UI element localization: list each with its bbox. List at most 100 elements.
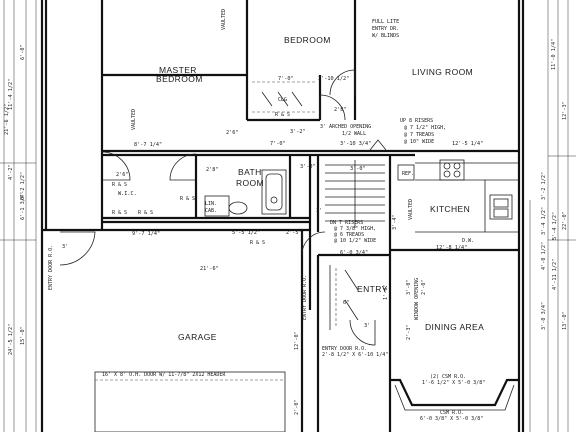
dim: 3' [364, 323, 370, 329]
dim: 2'-0" [421, 279, 427, 295]
dim: 2'-3" [406, 324, 412, 340]
note: @ 7 1/2" HIGH, [404, 125, 446, 131]
dim: 11'-0 1/4" [551, 39, 557, 70]
dim: 3'-2" [290, 129, 306, 135]
dim: 12'-3" [562, 101, 568, 120]
dim: 4'-0 1/2" [541, 242, 547, 270]
room-labels: MASTER BEDROOM BEDROOM LIVING ROOM BATH … [118, 35, 484, 342]
note: @ 6 TREADS [334, 232, 364, 238]
dim: 3' [62, 244, 68, 250]
note: (2) CSM R.O. [430, 374, 466, 380]
stairs [325, 139, 387, 228]
note: ENTRY DOOR R.O. [302, 275, 308, 320]
entry-closet [329, 265, 359, 330]
dim: 12'-0" [294, 331, 300, 350]
walls [40, 0, 525, 432]
dim: 6" [343, 300, 349, 306]
dim: 3'-0" [350, 166, 366, 172]
dim: 3'-2 1/2" [541, 172, 547, 200]
note: 3' ARCHED OPENING [320, 124, 371, 130]
dim: 22'-0" [562, 211, 568, 230]
note: R & S [138, 210, 153, 216]
note: ENTRY DOOR R.O. [322, 346, 367, 352]
dimension-labels: 7'-0" 3'-10 1/2" 2'8" 3'-2" 8'-7 1/4" 2'… [4, 39, 568, 415]
note: 6'-0 3/8" X 5'-0 3/8" [420, 416, 483, 422]
dim: 12'-8 1/4" [436, 245, 467, 251]
note: WINDOW OPENING [414, 278, 420, 320]
closet-shelves [252, 81, 315, 113]
note: LIN. [205, 201, 217, 207]
dim: 8'-2 1/2" [20, 172, 26, 200]
dim: 9'-7 1/4" [132, 231, 160, 237]
bath-fixtures [204, 169, 287, 217]
dim: 7'-0" [278, 76, 294, 82]
kitchen-fixtures [397, 159, 513, 220]
dim: 15'-0" [20, 326, 26, 345]
note: W/ BLINDS [372, 33, 399, 39]
note: FULL LITE [372, 19, 399, 25]
dim: 3'-10 3/4" [340, 141, 371, 147]
wic-label: W.I.C. [118, 191, 137, 197]
note: CLG [278, 97, 287, 103]
dim: 6'-1 3/4" [20, 192, 26, 220]
dim: 4'-2" [8, 164, 14, 180]
dim: 21'-6 1/2" [4, 104, 10, 135]
note: DN 7 RISERS [330, 220, 363, 226]
note: CSM R.O. [440, 410, 464, 416]
dim: 3'-10 1/2" [318, 76, 349, 82]
garage-label: GARAGE [178, 332, 217, 342]
note: ENTRY DR. [372, 26, 399, 32]
dim: 3'-0 3/4" [541, 302, 547, 330]
bath-label: BATH [238, 167, 262, 177]
dim: 4'-11 1/2" [552, 259, 558, 290]
dim: 3' [316, 208, 322, 214]
dim: 2'8" [334, 107, 347, 113]
dim: 7'-0" [270, 141, 286, 147]
note: R & S [250, 240, 265, 246]
dim: 2'8" [206, 167, 219, 173]
living-room-label: LIVING ROOM [412, 67, 473, 77]
bedroom-label: BEDROOM [284, 35, 331, 45]
dim: 11'-4 1/2" [8, 79, 14, 110]
note: 2'-8 1/2" X 6'-10 1/4" [322, 352, 388, 358]
door-swings [59, 69, 376, 346]
dim: 8'-7 1/4" [134, 142, 162, 148]
dim: 21'-6" [200, 266, 219, 272]
note: D.W. [462, 238, 474, 244]
dim: 12'-5 1/4" [452, 141, 483, 147]
note: VAULTED [131, 109, 137, 130]
kitchen-label: KITCHEN [430, 204, 470, 214]
dim: 6'-0" [20, 44, 26, 60]
dim: 3'-0" [300, 164, 316, 170]
note: R & S [180, 196, 195, 202]
note: CAB. [205, 208, 217, 214]
dim: 24'-5 1/2" [8, 324, 14, 355]
note: R & S [275, 112, 290, 118]
entry-label: ENTRY [357, 284, 388, 294]
note: 16' X 8' O.H. DOOR W/ 11-7/8" 2X12 HEADE… [102, 372, 226, 378]
note: @ 7 TREADS [404, 132, 434, 138]
note: UP 8 RISERS [400, 118, 433, 124]
note: R & S [112, 182, 127, 188]
note: VAULTED [408, 199, 414, 220]
note: VAULTED [221, 9, 227, 30]
dim: 3'-0" [406, 279, 412, 295]
dim: 1'-6" [383, 284, 389, 300]
dim: 5'-4 1/2" [552, 212, 558, 240]
dim: 2'-0" [294, 399, 300, 415]
note: @ 7 3/8" HIGH, [334, 226, 376, 232]
bath-room-label: ROOM [236, 178, 264, 188]
dim: 3'-4 1/2" [541, 207, 547, 235]
dim: 2'6" [116, 172, 129, 178]
dining-area-label: DINING AREA [425, 322, 484, 332]
note: @ 10 1/2" WIDE [334, 238, 376, 244]
note: R & S [112, 210, 127, 216]
master-bedroom-label-2: BEDROOM [156, 74, 203, 84]
dim: 13'-0" [562, 311, 568, 330]
note: 1'-6 1/2" X 5'-0 3/8" [422, 380, 485, 386]
note: @ 10" WIDE [404, 139, 434, 145]
dim: 6'-0 3/4" [340, 250, 368, 256]
note: REF. [402, 171, 414, 177]
